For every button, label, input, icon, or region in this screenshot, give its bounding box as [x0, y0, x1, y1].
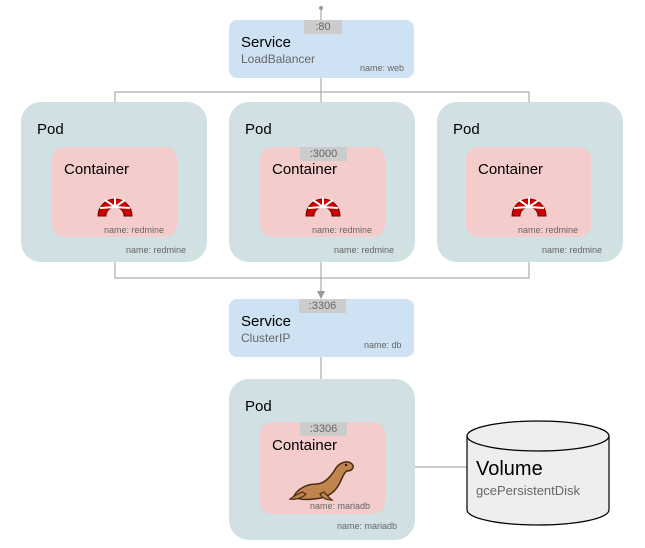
- pods-bus: [114, 262, 530, 279]
- mariadb-pod[interactable]: Pod :3306 Container name: mariadb name: …: [229, 379, 415, 540]
- db-service-name: name: db: [364, 340, 402, 350]
- redmine-container[interactable]: :3000 Container name: redmine: [260, 147, 385, 237]
- pod-name: name: redmine: [126, 245, 187, 255]
- mariadb-seal-icon: [288, 461, 354, 501]
- redmine-pod-3[interactable]: Pod Container name: redmine name: redmin…: [437, 102, 623, 262]
- persistent-volume[interactable]: Volume gcePersistentDisk: [466, 420, 610, 526]
- ingress-dot: [319, 6, 323, 10]
- db-service-port: :3306: [299, 299, 346, 313]
- volume-title: Volume: [476, 458, 543, 480]
- redmine-container[interactable]: Container name: redmine: [52, 147, 177, 237]
- container-name: name: redmine: [312, 225, 373, 235]
- db-service-type: ClusterIP: [241, 331, 291, 345]
- redmine-logo-icon: [97, 197, 133, 217]
- pod-title: Pod: [37, 121, 64, 138]
- db-service[interactable]: :3306 Service ClusterIP name: db: [229, 299, 414, 357]
- pod-title: Pod: [453, 121, 480, 138]
- web-service-title: Service: [241, 34, 292, 51]
- container-port: :3306: [300, 422, 347, 436]
- pod-title: Pod: [245, 121, 272, 138]
- web-service-type: LoadBalancer: [241, 52, 316, 66]
- mariadb-container[interactable]: :3306 Container name: mariadb: [260, 422, 385, 514]
- container-port: :3000: [300, 147, 347, 161]
- container-title: Container: [272, 437, 338, 454]
- redmine-logo-icon: [511, 197, 547, 217]
- redmine-container[interactable]: Container name: redmine: [466, 147, 591, 237]
- pod-title: Pod: [245, 398, 272, 415]
- pod-name: name: mariadb: [337, 521, 398, 531]
- volume-type: gcePersistentDisk: [476, 483, 581, 498]
- container-name: name: redmine: [104, 225, 165, 235]
- pod-name: name: redmine: [542, 245, 603, 255]
- container-name: name: redmine: [518, 225, 579, 235]
- container-title: Container: [478, 161, 544, 178]
- redmine-logo-icon: [305, 197, 341, 217]
- pod-name: name: redmine: [334, 245, 395, 255]
- redmine-pod-2[interactable]: Pod :3000 Container name: redmine name: …: [229, 102, 415, 262]
- web-service[interactable]: :80 Service LoadBalancer name: web: [229, 20, 414, 78]
- container-name: name: mariadb: [310, 501, 371, 511]
- web-service-name: name: web: [360, 63, 405, 73]
- db-service-title: Service: [241, 313, 292, 330]
- container-title: Container: [64, 161, 130, 178]
- web-service-port: :80: [304, 20, 342, 34]
- volume-cylinder-icon: [466, 420, 610, 526]
- redmine-pod-1[interactable]: Pod Container name: redmine name: redmin…: [21, 102, 207, 262]
- container-title: Container: [272, 161, 338, 178]
